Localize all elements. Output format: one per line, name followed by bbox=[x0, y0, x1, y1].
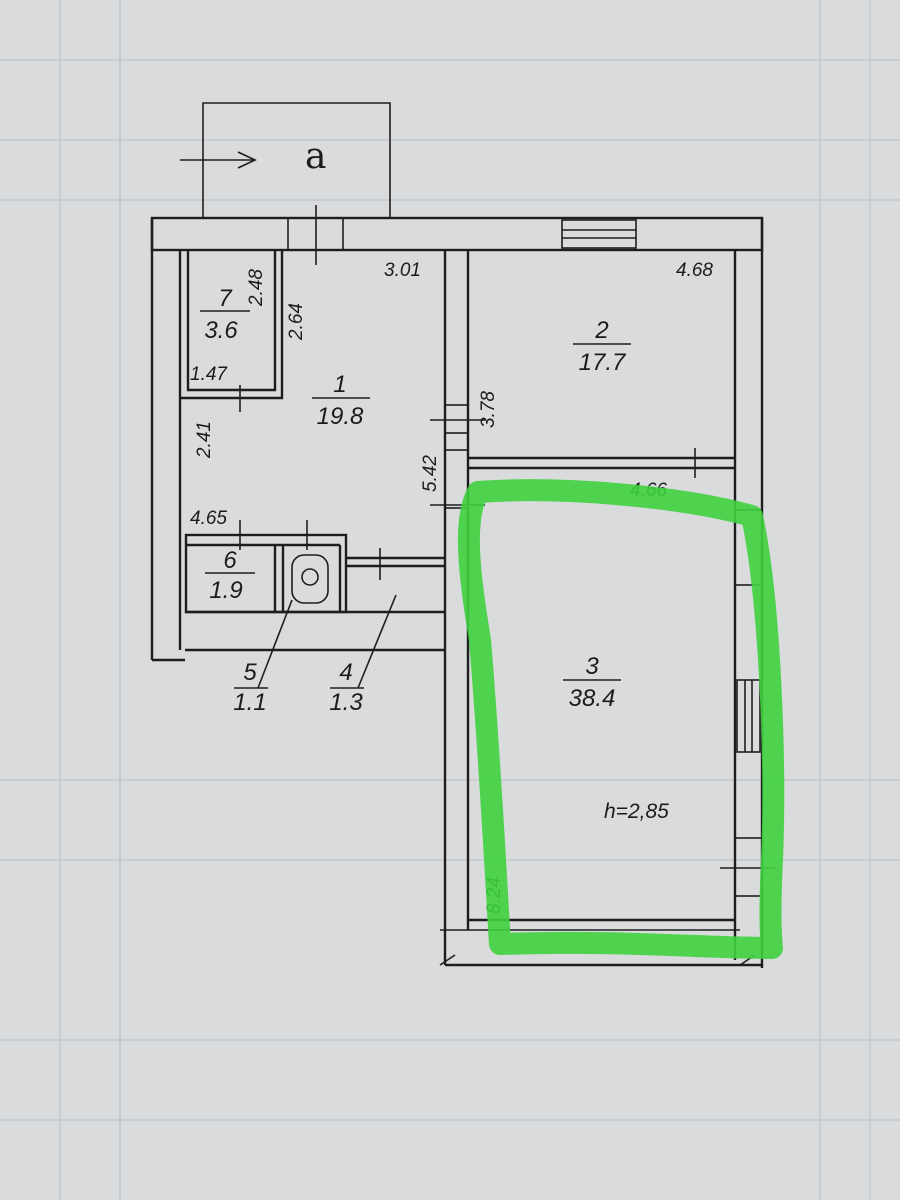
entry-marker-label: a bbox=[305, 136, 326, 177]
windows-doors bbox=[239, 205, 775, 966]
room-2-number: 2 bbox=[594, 317, 608, 344]
boiler-symbol bbox=[291, 554, 329, 604]
walls bbox=[150, 216, 764, 968]
room-7-area: 3.6 bbox=[204, 317, 238, 344]
room-3-number: 3 bbox=[585, 653, 599, 680]
dim-room7-width: 1.47 bbox=[190, 364, 228, 385]
leader-lines bbox=[234, 594, 397, 689]
room-6-number: 6 bbox=[223, 547, 237, 574]
dim-room1-depth: 5.42 bbox=[420, 455, 441, 492]
room-1-area: 19.8 bbox=[317, 403, 364, 430]
room-2-area: 17.7 bbox=[579, 349, 627, 376]
room-7-number: 7 bbox=[218, 285, 233, 312]
room-1-number: 1 bbox=[333, 371, 346, 398]
dim-room7-length: 2.48 bbox=[246, 269, 267, 307]
dim-room1-length: 3.01 bbox=[384, 260, 421, 281]
dim-room2-width: 3.78 bbox=[478, 391, 499, 428]
room-5-area: 1.1 bbox=[233, 689, 266, 716]
room-3-area: 38.4 bbox=[569, 685, 616, 712]
room-3-highlight bbox=[457, 479, 785, 959]
ceiling-height: h=2,85 bbox=[604, 800, 669, 823]
room-4-number: 4 bbox=[339, 659, 352, 686]
room-labels: 1 19.8 2 17.7 3 38.4 4 1.3 5 1.1 6 1.9 7… bbox=[200, 285, 631, 716]
dim-room6-width: 4.65 bbox=[190, 508, 227, 529]
room-6-area: 1.9 bbox=[209, 577, 242, 604]
room-5-number: 5 bbox=[243, 659, 257, 686]
room-4-area: 1.3 bbox=[329, 689, 363, 716]
dim-room2-length: 4.68 bbox=[676, 260, 713, 281]
dim-room1-side: 2.41 bbox=[194, 421, 215, 459]
dimension-labels: 3.01 2.64 2.41 5.42 4.68 3.78 4.66 8.24 … bbox=[190, 260, 713, 914]
dim-room1-width: 2.64 bbox=[286, 303, 307, 341]
entry-box bbox=[180, 102, 391, 218]
